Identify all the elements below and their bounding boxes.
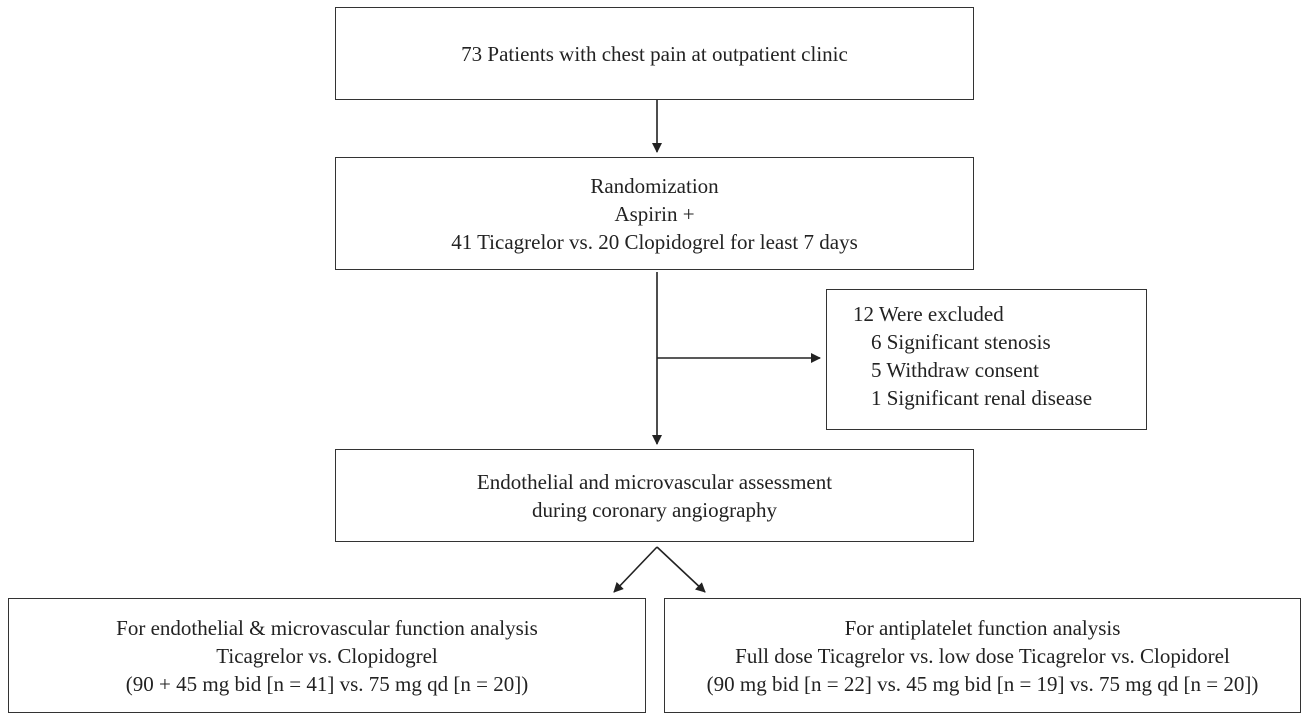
randomization-arms: 41 Ticagrelor vs. 20 Clopidogrel for lea… bbox=[451, 229, 858, 254]
randomization-box: Randomization Aspirin + 41 Ticagrelor vs… bbox=[335, 157, 974, 270]
arrow-to-endothelial-analysis bbox=[613, 546, 658, 593]
antiplatelet-analysis-doses: (90 mg bid [n = 22] vs. 45 mg bid [n = 1… bbox=[706, 671, 1259, 696]
excluded-box: 12 Were excluded 6 Significant stenosis … bbox=[826, 289, 1147, 430]
antiplatelet-analysis-box: For antiplatelet function analysis Full … bbox=[664, 598, 1301, 713]
endothelial-analysis-box: For endothelial & microvascular function… bbox=[8, 598, 646, 713]
excluded-item: 5 Withdraw consent bbox=[871, 358, 1039, 382]
assessment-box: Endothelial and microvascular assessment… bbox=[335, 449, 974, 542]
randomization-title: Randomization bbox=[590, 173, 719, 198]
antiplatelet-analysis-title: For antiplatelet function analysis bbox=[844, 615, 1121, 640]
endothelial-analysis-comparison: Ticagrelor vs. Clopidogrel bbox=[216, 643, 438, 668]
assessment-line-2: during coronary angiography bbox=[532, 497, 777, 522]
patients-text: 73 Patients with chest pain at outpatien… bbox=[461, 41, 848, 66]
randomization-aspirin: Aspirin + bbox=[614, 201, 695, 226]
excluded-item: 6 Significant stenosis bbox=[871, 330, 1051, 354]
assessment-line-1: Endothelial and microvascular assessment bbox=[476, 469, 833, 494]
arrow-to-antiplatelet-analysis bbox=[656, 546, 706, 593]
excluded-item: 1 Significant renal disease bbox=[871, 386, 1093, 410]
excluded-title: 12 Were excluded bbox=[853, 302, 1004, 326]
endothelial-analysis-title: For endothelial & microvascular function… bbox=[116, 615, 538, 640]
antiplatelet-analysis-comparison: Full dose Ticagrelor vs. low dose Ticagr… bbox=[735, 643, 1230, 668]
patients-box: 73 Patients with chest pain at outpatien… bbox=[335, 7, 974, 100]
endothelial-analysis-doses: (90 + 45 mg bid [n = 41] vs. 75 mg qd [n… bbox=[125, 671, 529, 696]
